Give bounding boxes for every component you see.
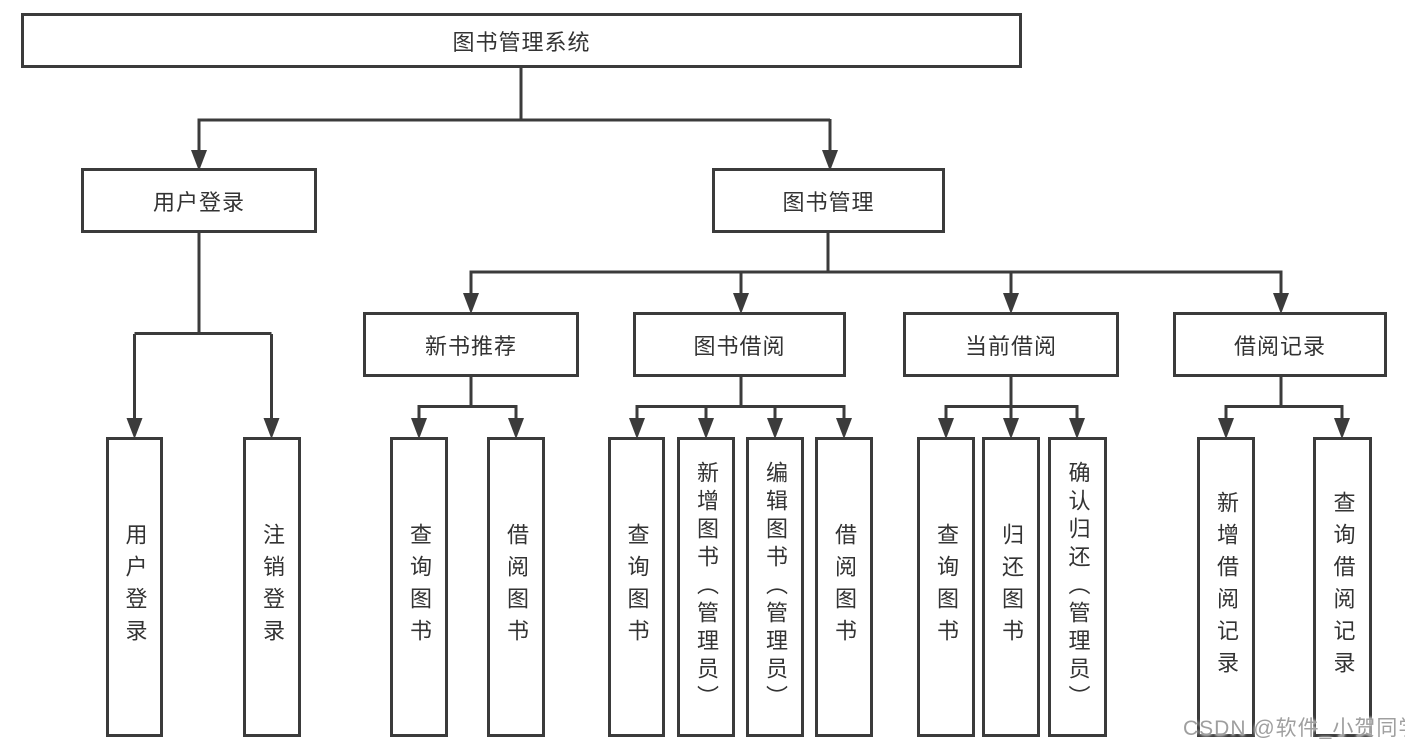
connector-management-to-level3 <box>463 233 1289 314</box>
leaf-borrow-books: 借阅图书 <box>815 437 873 737</box>
connector-borrow-to-leaves <box>629 377 852 439</box>
node-label: 新书推荐 <box>424 333 517 359</box>
connector-login-to-leaves <box>126 233 280 439</box>
node-user-login: 用户登录 <box>81 168 317 233</box>
node-borrow-records: 借阅记录 <box>1173 312 1387 377</box>
leaf-query-borrow-record: 查询借阅记录 <box>1313 437 1372 737</box>
node-label: 图书借阅 <box>693 333 786 359</box>
node-book-management: 图书管理 <box>712 168 945 233</box>
connector-current-to-leaves <box>938 377 1085 439</box>
leaf-query-books-current: 查询图书 <box>917 437 975 737</box>
node-label: 当前借阅 <box>964 333 1057 359</box>
node-label: 新增借阅记录 <box>1214 491 1239 683</box>
node-label: 用户登录 <box>152 189 245 215</box>
node-root-system: 图书管理系统 <box>21 13 1022 68</box>
node-label: 编辑图书（管理员） <box>763 461 788 713</box>
node-book-borrow: 图书借阅 <box>633 312 846 377</box>
leaf-add-borrow-record: 新增借阅记录 <box>1197 437 1255 737</box>
node-new-book-recommend: 新书推荐 <box>363 312 579 377</box>
node-label: 新增图书（管理员） <box>694 461 719 713</box>
node-current-borrow: 当前借阅 <box>903 312 1119 377</box>
leaf-confirm-return-admin: 确认归还（管理员） <box>1048 437 1107 737</box>
node-label: 借阅图书 <box>504 523 529 651</box>
connector-root-to-level2 <box>191 66 838 171</box>
node-label: 借阅图书 <box>832 523 857 651</box>
leaf-borrow-books-recommend: 借阅图书 <box>487 437 545 737</box>
node-label: 用户登录 <box>122 523 148 651</box>
leaf-user-login: 用户登录 <box>106 437 163 737</box>
connector-newbook-to-leaves <box>411 377 524 439</box>
leaf-query-books-recommend: 查询图书 <box>390 437 448 737</box>
node-label: 查询图书 <box>624 523 650 651</box>
node-label: 注销登录 <box>260 523 285 651</box>
csdn-watermark: CSDN @软件_小贺同学 <box>1183 717 1405 740</box>
node-label: 归还图书 <box>999 523 1024 651</box>
node-label: 图书管理 <box>782 189 875 215</box>
leaf-return-book: 归还图书 <box>982 437 1040 737</box>
leaf-add-book-admin: 新增图书（管理员） <box>677 437 735 737</box>
node-label: 图书管理系统 <box>452 29 591 55</box>
leaf-edit-book-admin: 编辑图书（管理员） <box>746 437 804 737</box>
node-label: 借阅记录 <box>1233 333 1326 359</box>
leaf-query-books-borrow: 查询图书 <box>608 437 665 737</box>
leaf-logout: 注销登录 <box>243 437 301 737</box>
connector-records-to-leaves <box>1218 377 1350 439</box>
node-label: 查询图书 <box>934 523 959 651</box>
node-label: 查询图书 <box>407 523 432 651</box>
node-label: 查询借阅记录 <box>1330 491 1356 683</box>
node-label: 确认归还（管理员） <box>1065 461 1091 713</box>
